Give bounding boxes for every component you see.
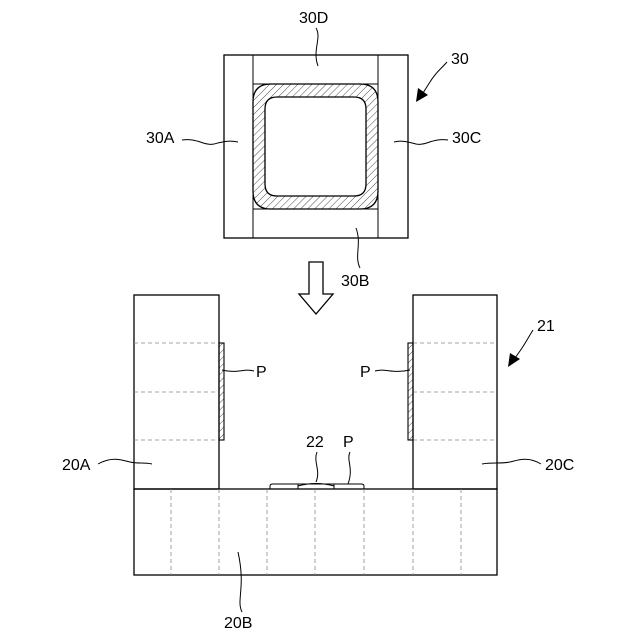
plate-right — [408, 343, 413, 440]
leader-30D — [316, 28, 318, 66]
label-30C: 30C — [452, 130, 481, 147]
label-p-left: P — [256, 364, 267, 381]
leader-30B — [356, 228, 360, 268]
leader-22 — [316, 452, 318, 482]
leader-20C — [482, 459, 541, 464]
plate-bottom — [270, 484, 364, 489]
leader-20A — [98, 459, 152, 464]
leader-30 — [420, 62, 447, 97]
label-21: 21 — [537, 318, 555, 335]
down-arrow-icon — [299, 262, 333, 314]
leader-30C — [394, 140, 448, 145]
assembly-30: 30 30D 30A 30C 30B — [146, 10, 481, 290]
leader-30A — [182, 140, 238, 145]
plate-left — [219, 343, 224, 440]
leader-20B — [238, 552, 242, 612]
arrowhead-21 — [508, 353, 520, 367]
label-p-bottom: P — [343, 434, 354, 451]
part-20B-base — [134, 489, 497, 575]
assembly-30-outline — [224, 55, 408, 238]
label-22: 22 — [306, 434, 324, 451]
label-20B: 20B — [224, 615, 252, 632]
arrowhead-30 — [416, 88, 428, 102]
label-30B: 30B — [341, 273, 369, 290]
leader-p-right — [375, 370, 410, 371]
hatched-ring — [253, 84, 378, 209]
label-20C: 20C — [545, 457, 574, 474]
label-30: 30 — [451, 51, 469, 68]
assembly-21: 21 P P P 22 20A 20C 20B — [62, 295, 574, 632]
leader-p-left — [222, 370, 254, 371]
label-20A: 20A — [62, 457, 91, 474]
label-30D: 30D — [299, 10, 328, 27]
label-p-right: P — [360, 364, 371, 381]
label-30A: 30A — [146, 130, 175, 147]
leader-p-bottom — [348, 452, 350, 484]
